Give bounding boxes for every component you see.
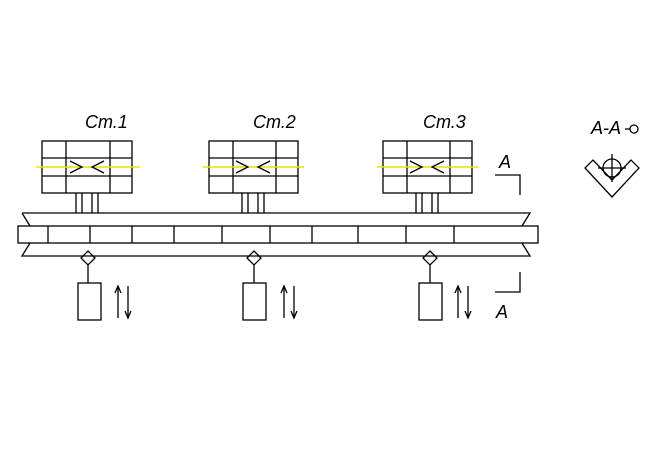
stand-2: Ст.2 bbox=[203, 112, 304, 321]
spindle bbox=[241, 193, 265, 213]
roll-gap-marks bbox=[69, 160, 105, 174]
hydraulic-cylinder bbox=[418, 282, 443, 321]
roll-gap-marks bbox=[409, 160, 445, 174]
stand-label: Ст.1 bbox=[85, 112, 128, 132]
spindle bbox=[75, 193, 99, 213]
up-down-arrows-icon bbox=[114, 284, 132, 320]
support-joint bbox=[80, 250, 96, 283]
spindle bbox=[415, 193, 439, 213]
section-mark-top-label: А bbox=[498, 152, 511, 172]
v-groove-profile bbox=[584, 154, 640, 198]
stand-label: Ст.3 bbox=[423, 112, 466, 132]
section-title: А-А bbox=[590, 118, 621, 138]
rotation-icon bbox=[625, 124, 639, 134]
section-view: А-А bbox=[584, 118, 640, 198]
section-marker-top: А bbox=[495, 152, 521, 195]
support-joint bbox=[422, 250, 438, 283]
up-down-arrows-icon bbox=[454, 284, 472, 320]
stand-label: Ст.2 bbox=[253, 112, 296, 132]
roll-gap-marks bbox=[235, 160, 271, 174]
section-mark-bottom-label: А bbox=[495, 302, 508, 322]
stand-3: Ст.3 bbox=[377, 112, 478, 321]
support-joint bbox=[246, 250, 262, 283]
up-down-arrows-icon bbox=[280, 284, 298, 320]
section-marker-bottom: А bbox=[495, 272, 521, 322]
hydraulic-cylinder bbox=[77, 282, 102, 321]
stand-1: Ст.1 bbox=[36, 112, 140, 321]
hydraulic-cylinder bbox=[242, 282, 267, 321]
bed-frame bbox=[17, 212, 539, 257]
